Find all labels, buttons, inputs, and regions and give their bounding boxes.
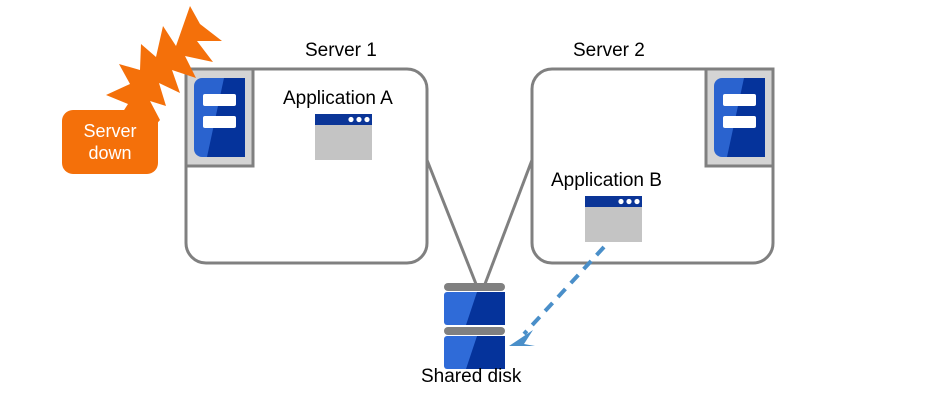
app-b-window-icon: [585, 196, 642, 242]
server-down-line1: Server: [83, 121, 137, 141]
connector-lines: [425, 159, 534, 285]
shared-disk-label: Shared disk: [421, 366, 522, 387]
server2-title: Server 2: [573, 40, 645, 61]
replication-dashed-arrow-icon: [509, 245, 606, 346]
server1-title: Server 1: [305, 40, 377, 61]
connector-server1-to-disk: [425, 159, 478, 285]
server-down-badge: Server down: [62, 110, 158, 174]
application-a-label: Application A: [283, 88, 393, 109]
connector-server2-to-disk: [483, 159, 534, 285]
shared-disk-icon: [444, 283, 505, 369]
server-down-line2: down: [88, 143, 132, 163]
server2-tower-icon: [704, 67, 775, 168]
app-a-window-icon: [315, 114, 372, 160]
explosion-burst-icon: [106, 6, 222, 144]
application-b-label: Application B: [551, 170, 662, 191]
server1-tower-icon: [184, 67, 255, 168]
